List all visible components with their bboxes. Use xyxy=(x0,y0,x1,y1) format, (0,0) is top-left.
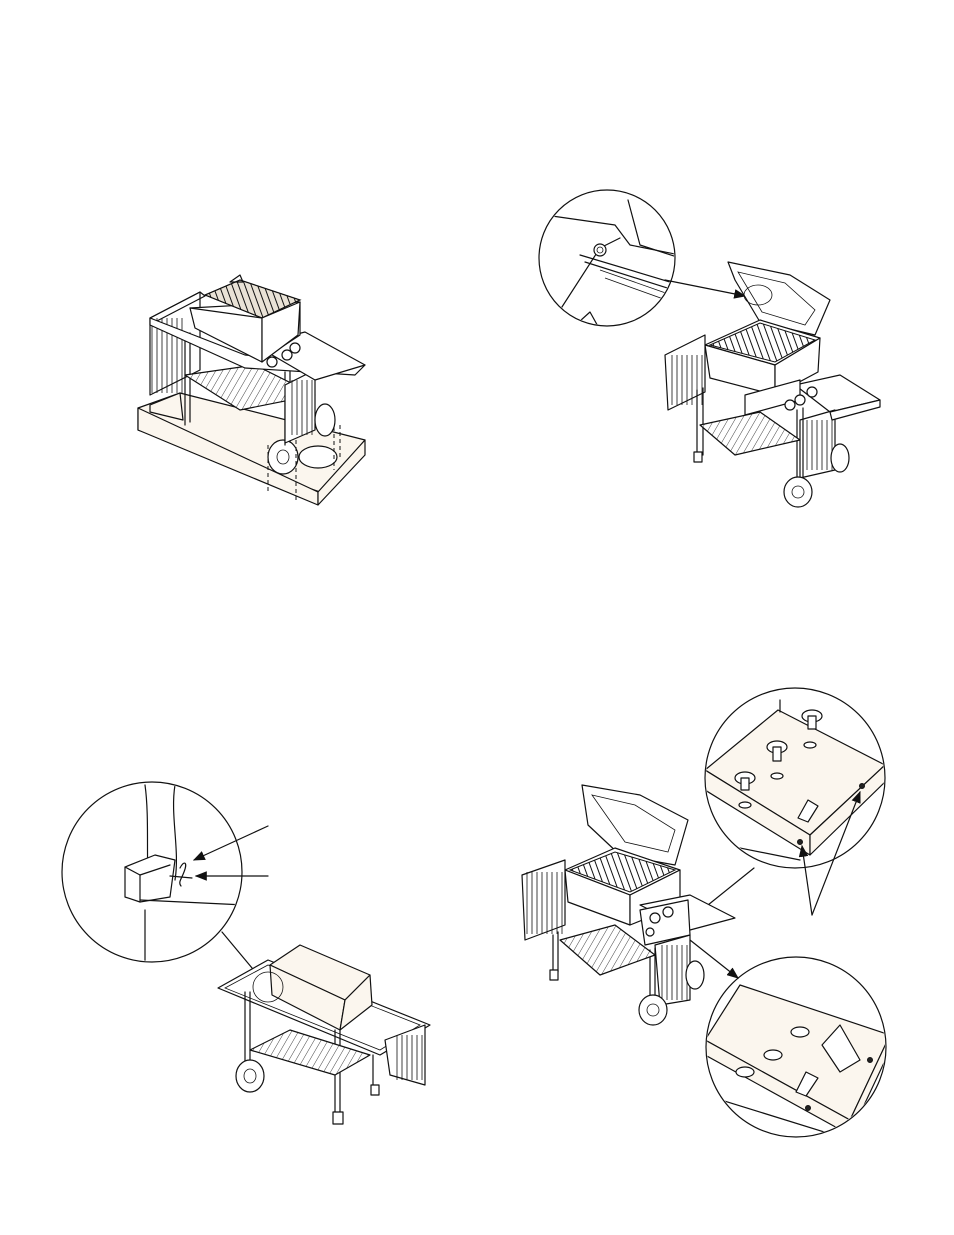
knob-icon xyxy=(646,928,654,936)
wheel-icon xyxy=(784,477,812,507)
knob-icon xyxy=(663,907,673,917)
figure-3-lid-closed xyxy=(62,782,430,1124)
knob-icon xyxy=(290,343,300,353)
figure-2-lid-open xyxy=(539,190,880,507)
knob-icon xyxy=(807,387,817,397)
screw-icon xyxy=(594,244,606,256)
detail-circle xyxy=(539,190,675,326)
wheel-icon xyxy=(236,1060,264,1092)
knob-icon xyxy=(267,357,277,367)
knob-icon xyxy=(650,913,660,923)
knob-icon xyxy=(795,395,805,405)
knob-icon xyxy=(282,350,292,360)
figure-4-control-panel xyxy=(522,688,890,1140)
figure-1-grill-in-carton xyxy=(138,275,365,505)
wheel-icon xyxy=(639,995,667,1025)
wheel-icon xyxy=(268,440,298,474)
knob-icon xyxy=(785,400,795,410)
